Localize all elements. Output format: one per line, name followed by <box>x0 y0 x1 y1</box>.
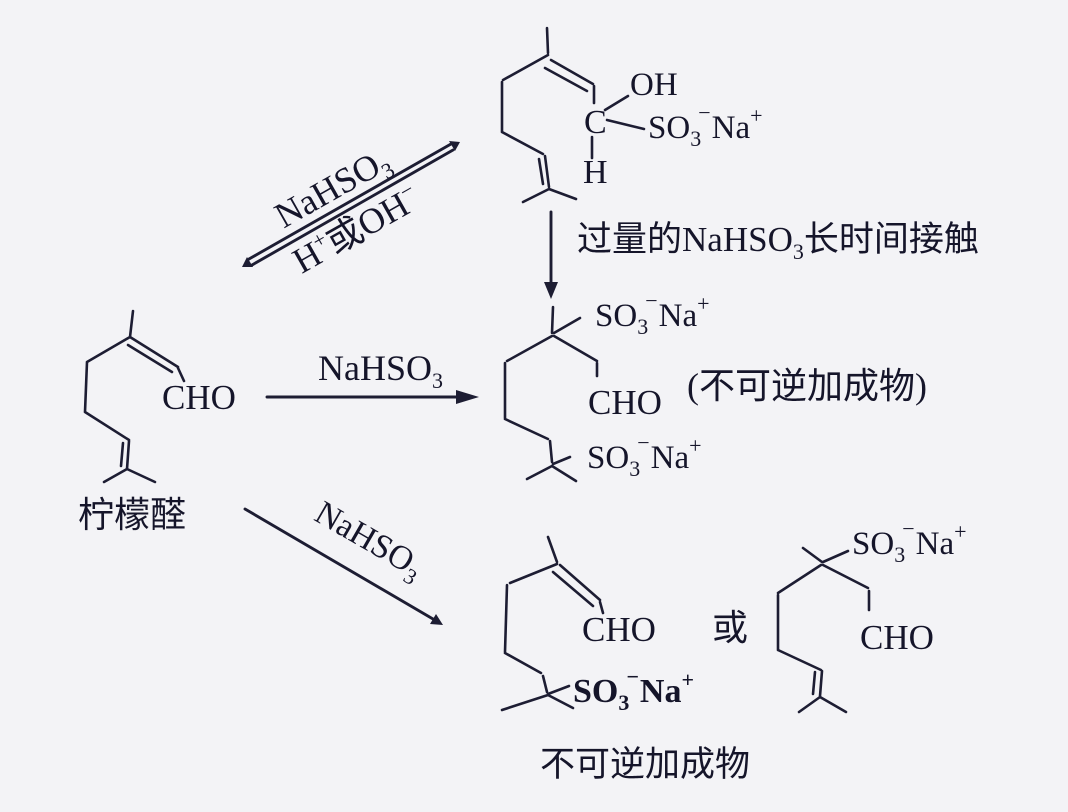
hydroxyl-label: OH <box>630 67 678 103</box>
sulfonate-sodium-label: SO3−Na+ <box>595 288 710 339</box>
citral-cho-label: CHO <box>162 378 236 417</box>
adduct-skeleton <box>500 26 646 204</box>
middle-reagent-label: NaHSO3 <box>318 348 443 393</box>
bottom-reagent-label: NaHSO3 <box>306 494 430 590</box>
hydrogen-atom-label: H <box>583 154 608 191</box>
chain-sulfonate-adduct-structure: CHO SO3−Na+ <box>500 535 694 715</box>
bottom-arrow-shaft <box>243 507 435 621</box>
citral-name-label: 柠檬醛 <box>78 495 186 535</box>
chain-adduct-skeleton <box>500 535 605 712</box>
hydroxysulfonate-adduct-structure: C OH SO3−Na+ H <box>500 26 763 204</box>
aldehyde-label: CHO <box>582 610 656 649</box>
aldehyde-label: CHO <box>860 618 934 657</box>
sulfonate-sodium-label: SO3−Na+ <box>648 100 763 151</box>
arrowhead-up-right <box>449 141 460 151</box>
sulfonate-sodium-label: SO3−Na+ <box>587 430 702 481</box>
equilibrium-arrow: NaHSO3 H+或OH− <box>242 141 460 281</box>
carbon-atom-label: C <box>584 104 607 141</box>
excess-reagent-arrow: 过量的NaHSO3长时间接触 <box>544 210 979 299</box>
citral-structure: CHO 柠檬醛 <box>78 309 236 535</box>
disulfonate-skeleton <box>503 305 599 483</box>
conjugate-sulfonate-adduct-structure: SO3−Na+ CHO <box>776 516 967 714</box>
sulfonate-sodium-label: SO3−Na+ <box>573 664 694 715</box>
arrowhead-down-right <box>430 614 443 625</box>
arrowhead-down <box>544 282 558 299</box>
irreversible-note-label: (不可逆加成物) <box>687 366 927 406</box>
disulfonate-adduct-structure: SO3−Na+ CHO SO3−Na+ (不可逆加成物) <box>503 288 927 483</box>
irreversible-product-label: 不可逆加成物 <box>540 745 750 784</box>
arrowhead-down-left <box>242 257 253 267</box>
arrowhead-right <box>456 390 479 404</box>
middle-reaction-arrow: NaHSO3 <box>265 348 479 404</box>
sulfonate-sodium-label: SO3−Na+ <box>852 516 967 567</box>
aldehyde-label: CHO <box>588 383 662 422</box>
excess-condition-label: 过量的NaHSO3长时间接触 <box>577 220 979 264</box>
equilibrium-arrow-shafts <box>247 142 455 267</box>
or-label: 或 <box>712 608 748 648</box>
bottom-reaction-arrow: NaHSO3 <box>243 494 443 625</box>
conjugate-adduct-skeleton <box>776 546 871 714</box>
citral-skeleton <box>83 309 186 484</box>
